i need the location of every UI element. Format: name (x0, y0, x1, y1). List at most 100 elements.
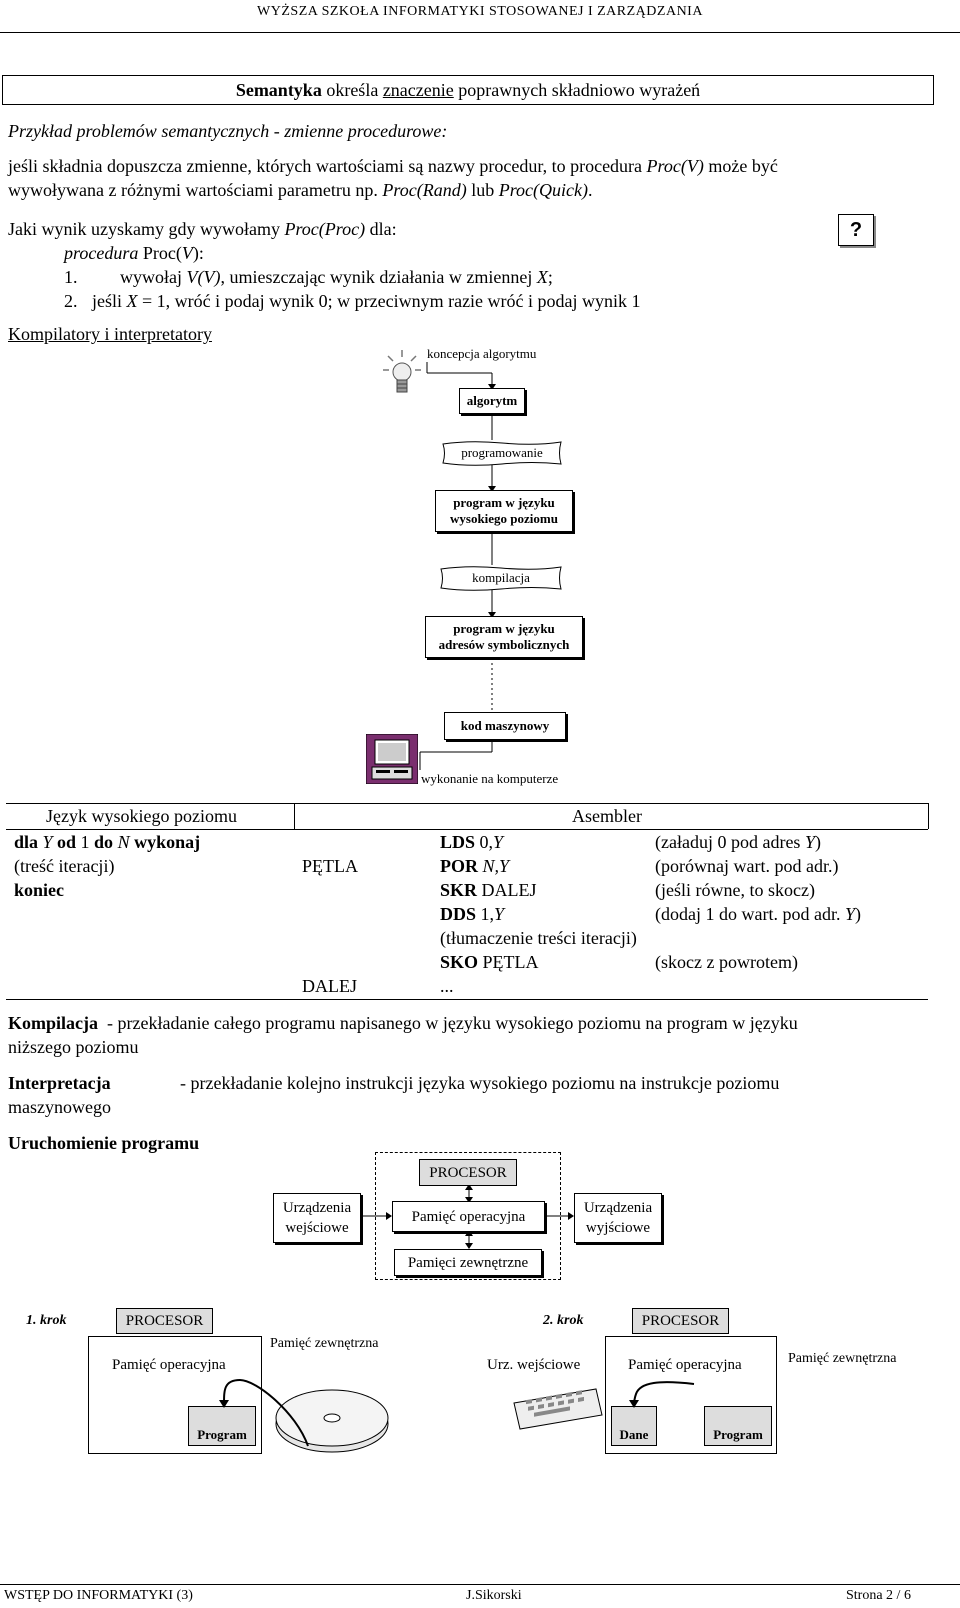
step-2-text: jeśli X = 1, wróć i podaj wynik 0; w prz… (92, 290, 641, 312)
procedure-text: Proc( (138, 243, 182, 263)
asm-comment: Y (804, 832, 815, 852)
keyboard-icon (513, 1388, 603, 1430)
question-text: dla: (365, 219, 397, 239)
hl-line-1: dla Y od 1 do N wykonaj (14, 831, 200, 853)
system-arrows (361, 1184, 574, 1249)
asm-op: LDS (440, 832, 476, 852)
asm-op: POR (440, 856, 478, 876)
step-text: wywołaj (120, 267, 187, 287)
paragraph-line-2: wywoływana z różnymi wartościami paramet… (8, 179, 593, 201)
step-2-number: 2. (64, 291, 78, 311)
interp-text-2: maszynowego (8, 1097, 111, 1117)
algorithm-box: algorytm (459, 388, 525, 414)
step2-memory-label: Pamięć operacyjna (628, 1357, 742, 1373)
example-title: Przykład problemów semantycznych - zmien… (8, 121, 448, 141)
keyword: do (94, 832, 114, 852)
flow-connectors (419, 362, 496, 770)
compile-definition-2: niższego poziomu (8, 1037, 139, 1057)
step-text: , umieszczając wynik działania w zmienne… (220, 267, 537, 287)
procedure-def: procedura Proc(V): (64, 242, 204, 264)
compilation-cloud: kompilacja (438, 565, 564, 591)
asm-translation: (tłumaczenie treści iteracji) (440, 928, 637, 948)
box-line: program w języku (453, 621, 555, 636)
execution-label: wykonanie na komputerze (421, 771, 559, 786)
box-line: adresów symbolicznych (438, 637, 570, 652)
step2-frame (605, 1336, 777, 1454)
asm-comment: (załaduj 0 pod adres (655, 832, 805, 852)
step1-processor-box: PROCESOR (116, 1308, 213, 1334)
paragraph-text: może być (703, 156, 778, 176)
asm-comment-sko: (skocz z powrotem) (655, 952, 798, 972)
asm-row-lds: LDS 0,Y (440, 831, 503, 853)
step1-arrow (219, 1378, 309, 1447)
asm-dots: ... (440, 976, 454, 996)
system-output-box: Urządzenia wyjściowe (574, 1193, 662, 1243)
step1-program-box: Program (188, 1406, 256, 1446)
box-line: Urządzenia (583, 1200, 653, 1216)
paragraph-text: jeśli składnia dopuszcza zmienne, któryc… (8, 156, 647, 176)
compile-term: Kompilacja (8, 1013, 98, 1033)
paragraph-text: wywoływana z różnymi wartościami paramet… (8, 180, 383, 200)
label-petla: PĘTLA (302, 856, 358, 876)
asm-comment-dds: (dodaj 1 do wart. pod adr. Y) (655, 903, 861, 925)
proc-rand: Proc(Rand) (382, 180, 467, 200)
step-text: ; (547, 267, 553, 287)
semantics-text-2: poprawnych składniowo wyrażeń (453, 80, 701, 100)
step-var: X (126, 291, 138, 311)
step-var: V(V) (186, 267, 221, 287)
asm-op: SKO (440, 952, 479, 972)
box-line: program w języku (453, 495, 555, 510)
asm-arg: Y (493, 832, 504, 852)
asm-row-dds: DDS 1,Y (440, 903, 504, 925)
step-text: = 1, wróć i podaj wynik 0; w przeciwnym … (137, 291, 641, 311)
footer-right: Strona 2 / 6 (846, 1588, 911, 1603)
step2-external-label: Pamięć zewnętrzna (788, 1351, 897, 1366)
system-processor-box: PROCESOR (419, 1159, 517, 1186)
step2-input-label: Urz. wejściowe (487, 1357, 581, 1373)
question-text: Jaki wynik uzyskamy gdy wywołamy (8, 219, 285, 239)
programming-cloud: programowanie (440, 440, 564, 466)
step1-external-label: Pamięć zewnętrzna (270, 1336, 379, 1351)
step2-arrow (629, 1381, 695, 1408)
step2-label: 2. krok (543, 1313, 584, 1328)
col-header-high-level: Język wysokiego poziomu (46, 806, 237, 826)
step-1-number: 1. (64, 267, 78, 287)
asm-arg: 0, (475, 832, 494, 852)
asm-comment-skr: (jeśli równe, to skocz) (655, 880, 815, 900)
step1-memory-label: Pamięć operacyjna (112, 1357, 226, 1373)
page-header: WYŻSZA SZKOŁA INFORMATYKI STOSOWANEJ I Z… (257, 4, 703, 19)
asm-arg: DALEJ (477, 880, 537, 900)
system-memory-box: Pamięć operacyjna (392, 1201, 545, 1232)
box-line: wyjściowe (585, 1220, 651, 1236)
interp-text: - przekładanie kolejno instrukcji języka… (180, 1073, 780, 1093)
box-line: Urządzenia (282, 1200, 352, 1216)
step1-disk-icon (275, 1389, 389, 1453)
procedure-param: V (181, 243, 193, 263)
keyword: od (57, 832, 77, 852)
table-top-rule (6, 803, 928, 804)
value: 1 (76, 832, 95, 852)
concept-label: koncepcja algorytmu (427, 346, 537, 361)
compilation-label: kompilacja (472, 570, 530, 585)
semantics-meaning: znaczenie (382, 80, 454, 100)
table-header-rule (6, 829, 928, 830)
asm-comment: Y (844, 904, 855, 924)
step-1-text: wywołaj V(V), umieszczając wynik działan… (120, 266, 553, 288)
box-line: wejściowe (285, 1220, 349, 1236)
asm-comment-por: (porównaj wart. pod adr.) (655, 856, 839, 876)
var: Y (38, 832, 58, 852)
asm-row-skr: SKR DALEJ (440, 879, 537, 901)
semantics-box: Semantyka określa znaczenie poprawnych s… (2, 75, 934, 105)
table-divider (294, 803, 295, 829)
question-mark-box: ? (838, 214, 874, 246)
step-text: jeśli (92, 291, 127, 311)
system-external-box: Pamięci zewnętrzne (394, 1249, 542, 1276)
keyword: dla (14, 832, 39, 852)
computer-icon (365, 733, 419, 785)
procedure-word: procedura (64, 243, 139, 263)
proc-v: Proc(V) (646, 156, 704, 176)
asm-comment: ) (814, 832, 821, 852)
step2-program-box: Program (704, 1406, 772, 1446)
asm-op: SKR (440, 880, 478, 900)
semantics-text-1: określa (321, 80, 383, 100)
